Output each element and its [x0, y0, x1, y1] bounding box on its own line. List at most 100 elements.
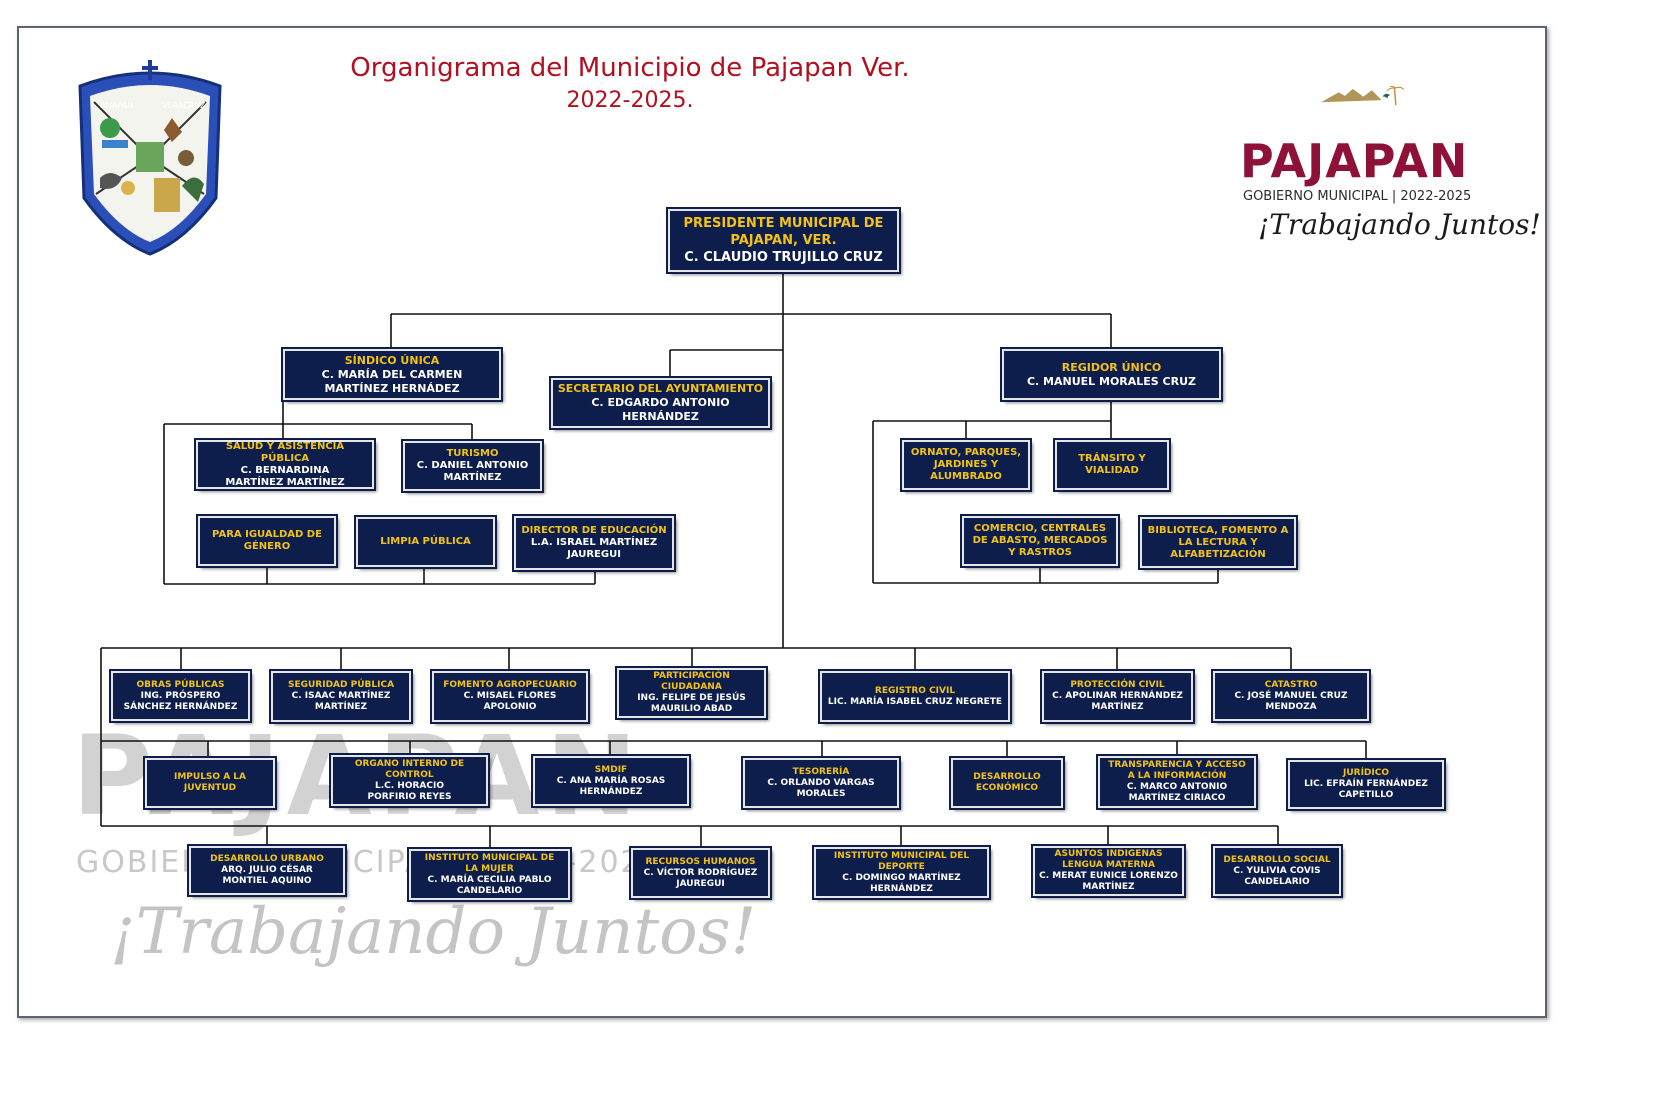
proteccion-person: C. APOLINAR HERNÁNDEZ MARTÍNEZ — [1052, 691, 1183, 712]
org-box-fomento: FOMENTO AGROPECUARIO C. MISAEL FLORES AP… — [430, 669, 590, 724]
brand-name: PAJAPAN — [1240, 134, 1469, 188]
sindico-person: C. MARÍA DEL CARMEN MARTÍNEZ HERNÁDEZ — [321, 367, 463, 395]
president-person: C. CLAUDIO TRUJILLO CRUZ — [684, 250, 883, 265]
org-box-juventud: IMPULSO A LA JUVENTUD — [143, 756, 277, 810]
org-box-president: PRESIDENTE MUNICIPAL DE PAJAPAN, VER. C.… — [666, 207, 901, 274]
indigenas-title: ASUNTOS INDIGENAS LENGUA MATERNA — [1054, 849, 1163, 870]
urbano-title: DESARROLLO URBANO — [210, 854, 324, 864]
smdif-title: SMDIF — [594, 764, 628, 775]
org-box-biblioteca: BIBLIOTECA, FOMENTO A LA LECTURA Y ALFAB… — [1138, 515, 1298, 570]
turismo-title: TURISMO — [446, 448, 499, 459]
rrhh-person: C. VÍCTOR RODRÍGUEZ JAUREGUI — [643, 867, 758, 889]
transparencia-person: C. MARCO ANTONIO MARTÍNEZ CIRIACO — [1126, 782, 1228, 803]
org-box-regidor: REGIDOR ÚNICO C. MANUEL MORALES CRUZ — [1000, 347, 1223, 402]
indigenas-person: C. MERAT EUNICE LORENZO MARTÍNEZ — [1039, 871, 1178, 892]
org-box-proteccion: PROTECCIÓN CIVIL C. APOLINAR HERNÁNDEZ M… — [1040, 669, 1195, 724]
org-box-secretario: SECRETARIO DEL AYUNTAMIENTO C. EDGARDO A… — [549, 376, 772, 430]
comercio-title: COMERCIO, CENTRALES DE ABASTO, MERCADOS … — [972, 523, 1108, 558]
tesoreria-person: C. ORLANDO VARGAS MORALES — [767, 777, 875, 799]
catastro-person: C. JOSÉ MANUEL CRUZ MENDOZA — [1234, 690, 1348, 712]
organo-person: L.C. HORACIO PORFIRIO REYES — [367, 780, 452, 802]
ornato-title: ORNATO, PARQUES, JARDINES Y ALUMBRADO — [910, 447, 1022, 482]
org-box-obras: OBRAS PÚBLICAS ING. PRÓSPERO SÁNCHEZ HER… — [109, 669, 252, 723]
proteccion-title: PROTECCIÓN CIVIL — [1070, 680, 1165, 690]
social-title: DESARROLLO SOCIAL — [1223, 854, 1331, 865]
page-period: 2022-2025. — [566, 88, 694, 113]
rrhh-title: RECURSOS HUMANOS — [645, 856, 756, 867]
page-title: Organigrama del Municipio de Pajapan Ver… — [350, 53, 910, 83]
brand-tagline: GOBIERNO MUNICIPAL | 2022-2025 — [1243, 189, 1472, 204]
tesoreria-title: TESORERÍA — [792, 766, 850, 777]
obras-title: OBRAS PÚBLICAS — [136, 679, 225, 690]
shield-right-label: VERACRUZ — [162, 101, 206, 110]
smdif-person: C. ANA MARÍA ROSAS HERNÁNDEZ — [556, 775, 666, 797]
participacion-person: ING. FELIPE DE JESÚS MAURILIO ABAD — [637, 693, 746, 714]
fomento-title: FOMENTO AGROPECUARIO — [443, 680, 577, 690]
org-box-organo: ORGANO INTERNO DE CONTROL L.C. HORACIO P… — [329, 753, 490, 808]
org-box-rrhh: RECURSOS HUMANOS C. VÍCTOR RODRÍGUEZ JAU… — [629, 846, 772, 900]
org-box-urbano: DESARROLLO URBANO ARQ. JULIO CÉSAR MONTI… — [187, 844, 347, 897]
shield-left-label: PAJAPAN — [100, 101, 133, 110]
org-box-transparencia: TRANSPARENCIA Y ACCESO A LA INFORMACIÓN … — [1096, 754, 1258, 810]
org-box-participacion: PARTICIPACIÓN CIUDADANA ING. FELIPE DE J… — [615, 666, 768, 720]
org-box-ornato: ORNATO, PARQUES, JARDINES Y ALUMBRADO — [900, 438, 1032, 492]
urbano-person: ARQ. JULIO CÉSAR MONTIEL AQUINO — [221, 865, 313, 886]
deporte-title: INSTITUTO MUNICIPAL DEL DEPORTE — [833, 850, 970, 872]
registro-person: LIC. MARÍA ISABEL CRUZ NEGRETE — [827, 696, 1003, 707]
salud-title: SALUD Y ASISTENCIA PÚBLICA — [225, 440, 345, 464]
seguridad-title: SEGURIDAD PÚBLICA — [287, 680, 395, 690]
org-box-salud: SALUD Y ASISTENCIA PÚBLICA C. BERNARDINA… — [194, 438, 376, 491]
org-box-economico: DESARROLLO ECONÓMICO — [949, 756, 1065, 810]
juventud-title: IMPULSO A LA JUVENTUD — [173, 772, 246, 793]
org-box-social: DESARROLLO SOCIAL C. YULIVIA COVIS CANDE… — [1211, 844, 1343, 898]
transito-title: TRÁNSITO Y VIALIDAD — [1078, 453, 1146, 476]
org-box-registro: REGISTRO CIVIL LIC. MARÍA ISABEL CRUZ NE… — [818, 669, 1012, 724]
educacion-person: L.A. ISRAEL MARTÍNEZ JAUREGUI — [530, 537, 658, 560]
secretario-title: SECRETARIO DEL AYUNTAMIENTO — [557, 382, 764, 395]
watermark-slogan: ¡Trabajando Juntos! — [110, 895, 757, 969]
org-box-turismo: TURISMO C. DANIEL ANTONIO MARTÍNEZ — [401, 439, 544, 493]
social-person: C. YULIVIA COVIS CANDELARIO — [1233, 865, 1321, 887]
deporte-person: C. DOMINGO MARTÍNEZ HERNÁNDEZ — [842, 872, 961, 894]
registro-title: REGISTRO CIVIL — [874, 685, 956, 696]
president-title: PRESIDENTE MUNICIPAL DE PAJAPAN, VER. — [683, 216, 884, 248]
catastro-title: CATASTRO — [1264, 679, 1318, 690]
mujer-person: C. MARÍA CECILIA PABLO CANDELARIO — [427, 874, 552, 896]
mujer-title: INSTITUTO MUNICIPAL DE LA MUJER — [424, 852, 555, 874]
org-box-deporte: INSTITUTO MUNICIPAL DEL DEPORTE C. DOMIN… — [812, 845, 991, 900]
regidor-title: REGIDOR ÚNICO — [1061, 360, 1162, 374]
org-box-indigenas: ASUNTOS INDIGENAS LENGUA MATERNA C. MERA… — [1031, 844, 1186, 898]
limpia-title: LIMPIA PÚBLICA — [380, 536, 471, 547]
turismo-person: C. DANIEL ANTONIO MARTÍNEZ — [416, 460, 529, 483]
org-box-sindico: SÍNDICO ÚNICA C. MARÍA DEL CARMEN MARTÍN… — [281, 347, 503, 402]
org-box-igualdad: PARA IGUALDAD DE GÉNERO — [196, 514, 338, 568]
org-box-tesoreria: TESORERÍA C. ORLANDO VARGAS MORALES — [741, 756, 901, 810]
org-box-juridico: JURÍDICO LIC. EFRAÍN FERNÁNDEZ CAPETILLO — [1286, 758, 1446, 811]
sindico-title: SÍNDICO ÚNICA — [344, 353, 440, 367]
salud-person: C. BERNARDINA MARTÍNEZ MARTÍNEZ — [225, 464, 345, 488]
organo-title: ORGANO INTERNO DE CONTROL — [354, 758, 465, 780]
secretario-person: C. EDGARDO ANTONIO HERNÁNDEZ — [591, 396, 730, 423]
coat-of-arms-icon: PAJAPAN VERACRUZ — [78, 60, 222, 256]
juridico-person: LIC. EFRAÍN FERNÁNDEZ CAPETILLO — [1304, 779, 1428, 800]
org-box-limpia: LIMPIA PÚBLICA — [354, 515, 497, 569]
org-box-mujer: INSTITUTO MUNICIPAL DE LA MUJER C. MARÍA… — [407, 847, 572, 902]
mountain-palm-logo-icon — [1321, 86, 1405, 106]
org-box-catastro: CATASTRO C. JOSÉ MANUEL CRUZ MENDOZA — [1211, 669, 1371, 723]
participacion-title: PARTICIPACIÓN CIUDADANA — [653, 671, 730, 692]
org-box-educacion: DIRECTOR DE EDUCACIÓN L.A. ISRAEL MARTÍN… — [512, 514, 676, 572]
biblioteca-title: BIBLIOTECA, FOMENTO A LA LECTURA Y ALFAB… — [1147, 524, 1289, 560]
org-box-comercio: COMERCIO, CENTRALES DE ABASTO, MERCADOS … — [960, 514, 1120, 568]
seguridad-person: C. ISAAC MARTÍNEZ MARTÍNEZ — [291, 691, 391, 712]
org-box-transito: TRÁNSITO Y VIALIDAD — [1053, 438, 1171, 492]
fomento-person: C. MISAEL FLORES APOLONIO — [463, 691, 557, 712]
educacion-title: DIRECTOR DE EDUCACIÓN — [521, 525, 667, 536]
org-box-seguridad: SEGURIDAD PÚBLICA C. ISAAC MARTÍNEZ MART… — [269, 669, 413, 724]
obras-person: ING. PRÓSPERO SÁNCHEZ HERNÁNDEZ — [123, 690, 238, 712]
regidor-person: C. MANUEL MORALES CRUZ — [1026, 374, 1197, 388]
transparencia-title: TRANSPARENCIA Y ACCESO A LA INFORMACIÓN — [1108, 760, 1246, 781]
igualdad-title: PARA IGUALDAD DE GÉNERO — [212, 529, 322, 552]
org-box-smdif: SMDIF C. ANA MARÍA ROSAS HERNÁNDEZ — [531, 754, 691, 808]
economico-title: DESARROLLO ECONÓMICO — [973, 772, 1041, 793]
